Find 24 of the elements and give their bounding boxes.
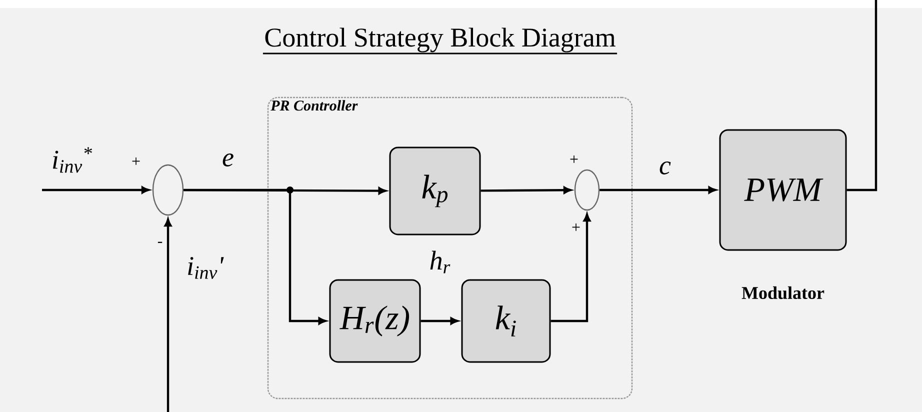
arrow <box>420 317 458 325</box>
block-box: H$_{r}$(z) <box>329 279 421 363</box>
edge-label: h$_{r}$ <box>428 250 452 274</box>
title: Control Strategy Block Diagram <box>265 28 616 52</box>
sign-label: + <box>132 157 140 165</box>
sign-label: - <box>158 242 162 243</box>
arrow <box>600 186 716 194</box>
edge-label: e <box>221 152 235 168</box>
block-box: k$_{p}$ <box>389 146 481 236</box>
block-box: k$_{i}$ <box>461 279 551 363</box>
node-label: Modulator <box>742 286 824 300</box>
edge-label: i$_{inv}$* <box>50 146 94 174</box>
summing-junction <box>152 164 184 216</box>
sign-label: + <box>572 223 580 231</box>
arrow <box>164 218 172 412</box>
arrow <box>42 186 150 194</box>
arrow <box>184 188 326 325</box>
summing-junction <box>574 169 600 211</box>
block-box: PWM Modulator <box>719 129 847 300</box>
edge-label: c <box>658 160 672 176</box>
sign-label: + <box>570 155 578 163</box>
edge-label: i$_{inv}$' <box>186 256 224 280</box>
arrow <box>480 186 572 194</box>
arrow <box>550 214 591 322</box>
